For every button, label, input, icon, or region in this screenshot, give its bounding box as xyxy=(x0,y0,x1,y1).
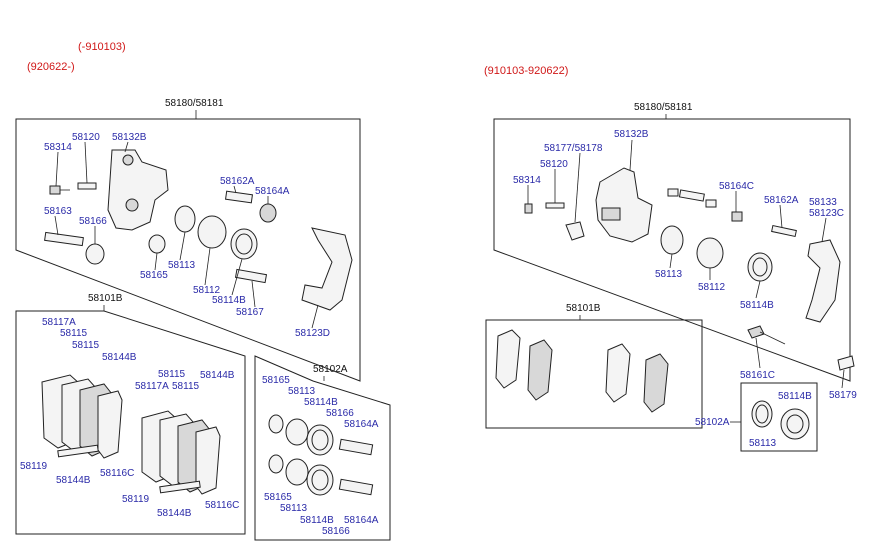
label-58117a-1: 58117A xyxy=(42,317,76,328)
right-pin-58162a xyxy=(771,224,797,238)
label-58132b: 58132B xyxy=(112,132,147,143)
right-boot-58114b xyxy=(747,252,773,282)
label-r-58120: 58120 xyxy=(540,159,568,170)
right-sensor-58161c xyxy=(747,325,786,345)
label-58112: 58112 xyxy=(193,285,221,296)
left-kit-parts xyxy=(268,414,374,496)
right-bleeder-58120 xyxy=(545,202,565,209)
label-kit-58113-2: 58113 xyxy=(280,503,308,514)
label-58117a-2: 58117A xyxy=(135,381,169,392)
label-58116c-2: 58116C xyxy=(205,500,239,511)
right-kit-parts xyxy=(751,400,810,440)
label-58163: 58163 xyxy=(44,206,72,217)
left-piston-58112 xyxy=(197,215,227,249)
range-label-left-bottom: (920622-) xyxy=(27,61,75,73)
left-bleeder-58120 xyxy=(77,182,97,190)
label-kit-58165-1: 58165 xyxy=(262,375,290,386)
label-kit-58114b-2: 58114B xyxy=(300,515,334,526)
left-pin-58162a xyxy=(225,190,253,204)
label-kit-58164a-1: 58164A xyxy=(344,419,379,430)
label-58123d: 58123D xyxy=(295,328,330,339)
label-58167: 58167 xyxy=(236,307,264,318)
range-label-left-top: (-910103) xyxy=(78,41,126,53)
label-r-58133: 58133 xyxy=(809,197,837,208)
right-seal-58113 xyxy=(660,225,684,255)
right-assembly-title: 58180/58181 xyxy=(634,102,693,113)
label-r-58123c: 58123C xyxy=(809,208,844,219)
right-sensor-58177 xyxy=(565,221,585,241)
label-r-kit-58114b: 58114B xyxy=(778,391,812,402)
right-pads-title: 58101B xyxy=(566,303,601,314)
left-guide-pin-58163 xyxy=(44,231,84,247)
left-pin-58167 xyxy=(234,268,268,284)
left-caliper-housing xyxy=(107,149,169,231)
label-r-58132b: 58132B xyxy=(614,129,649,140)
label-58116c-1: 58116C xyxy=(100,468,134,479)
label-58114b: 58114B xyxy=(212,295,246,306)
label-kit-58166-2: 58166 xyxy=(322,526,350,537)
label-r-58112: 58112 xyxy=(698,282,726,293)
label-58144b-4: 58144B xyxy=(157,508,192,519)
label-r-58162a: 58162A xyxy=(764,195,799,206)
label-r-58179: 58179 xyxy=(829,390,857,401)
label-r-kit-title: 58102A xyxy=(695,417,730,428)
label-58119-1: 58119 xyxy=(20,461,48,472)
left-pad-set-b xyxy=(141,410,221,495)
left-pads-title: 58101B xyxy=(88,293,123,304)
label-kit-58166-1: 58166 xyxy=(326,408,354,419)
left-assembly-frame xyxy=(15,118,361,382)
label-58144b-2: 58144B xyxy=(200,370,235,381)
label-r-58164c: 58164C xyxy=(719,181,754,192)
left-boot-58166 xyxy=(85,243,105,265)
left-kit-frame xyxy=(254,355,391,541)
label-58144b-1: 58144B xyxy=(102,352,137,363)
range-label-right: (910103-920622) xyxy=(484,65,568,77)
label-58165: 58165 xyxy=(140,270,168,281)
label-58314: 58314 xyxy=(44,142,72,153)
right-piston-58112 xyxy=(696,237,724,269)
label-58113: 58113 xyxy=(168,260,196,271)
label-58115-1: 58115 xyxy=(60,328,88,339)
label-r-kit-58113: 58113 xyxy=(749,438,777,449)
label-58162a: 58162A xyxy=(220,176,255,187)
left-bolt-58314 xyxy=(49,185,70,195)
label-58120: 58120 xyxy=(72,132,100,143)
right-assembly-frame xyxy=(493,118,851,382)
left-bush-58164a xyxy=(259,203,277,223)
label-kit-58165-2: 58165 xyxy=(264,492,292,503)
label-kit-58113-1: 58113 xyxy=(288,386,316,397)
label-58164a: 58164A xyxy=(255,186,290,197)
right-pads-frame xyxy=(485,319,703,429)
label-r-58314: 58314 xyxy=(513,175,541,186)
label-r-58177: 58177/58178 xyxy=(544,143,603,154)
label-kit-58164a-2: 58164A xyxy=(344,515,379,526)
left-pad-set-a xyxy=(41,374,123,459)
label-r-58113: 58113 xyxy=(655,269,683,280)
right-kit-frame xyxy=(740,382,818,452)
left-seal-58113 xyxy=(174,205,196,233)
right-pin-58164c xyxy=(667,188,743,222)
label-58115-4: 58115 xyxy=(172,381,200,392)
right-bracket-58123c xyxy=(805,239,841,323)
left-pads-frame xyxy=(15,310,246,535)
right-bolt-58314 xyxy=(524,203,533,214)
label-58166: 58166 xyxy=(79,216,107,227)
right-clip-58179 xyxy=(837,355,855,371)
label-58115-2: 58115 xyxy=(72,340,100,351)
label-r-58161c: 58161C xyxy=(740,370,775,381)
label-r-58114b: 58114B xyxy=(740,300,774,311)
left-bracket-58123d xyxy=(301,227,353,311)
right-caliper-housing xyxy=(595,167,653,243)
left-boot-58114b xyxy=(230,228,258,260)
label-58115-3: 58115 xyxy=(158,369,186,380)
label-kit-58114b-1: 58114B xyxy=(304,397,338,408)
left-bush-58165 xyxy=(148,234,166,254)
label-58119-2: 58119 xyxy=(122,494,150,505)
right-pad-set xyxy=(495,329,669,413)
left-kit-title: 58102A xyxy=(313,364,348,375)
label-58144b-3: 58144B xyxy=(56,475,91,486)
left-assembly-title: 58180/58181 xyxy=(165,98,224,109)
